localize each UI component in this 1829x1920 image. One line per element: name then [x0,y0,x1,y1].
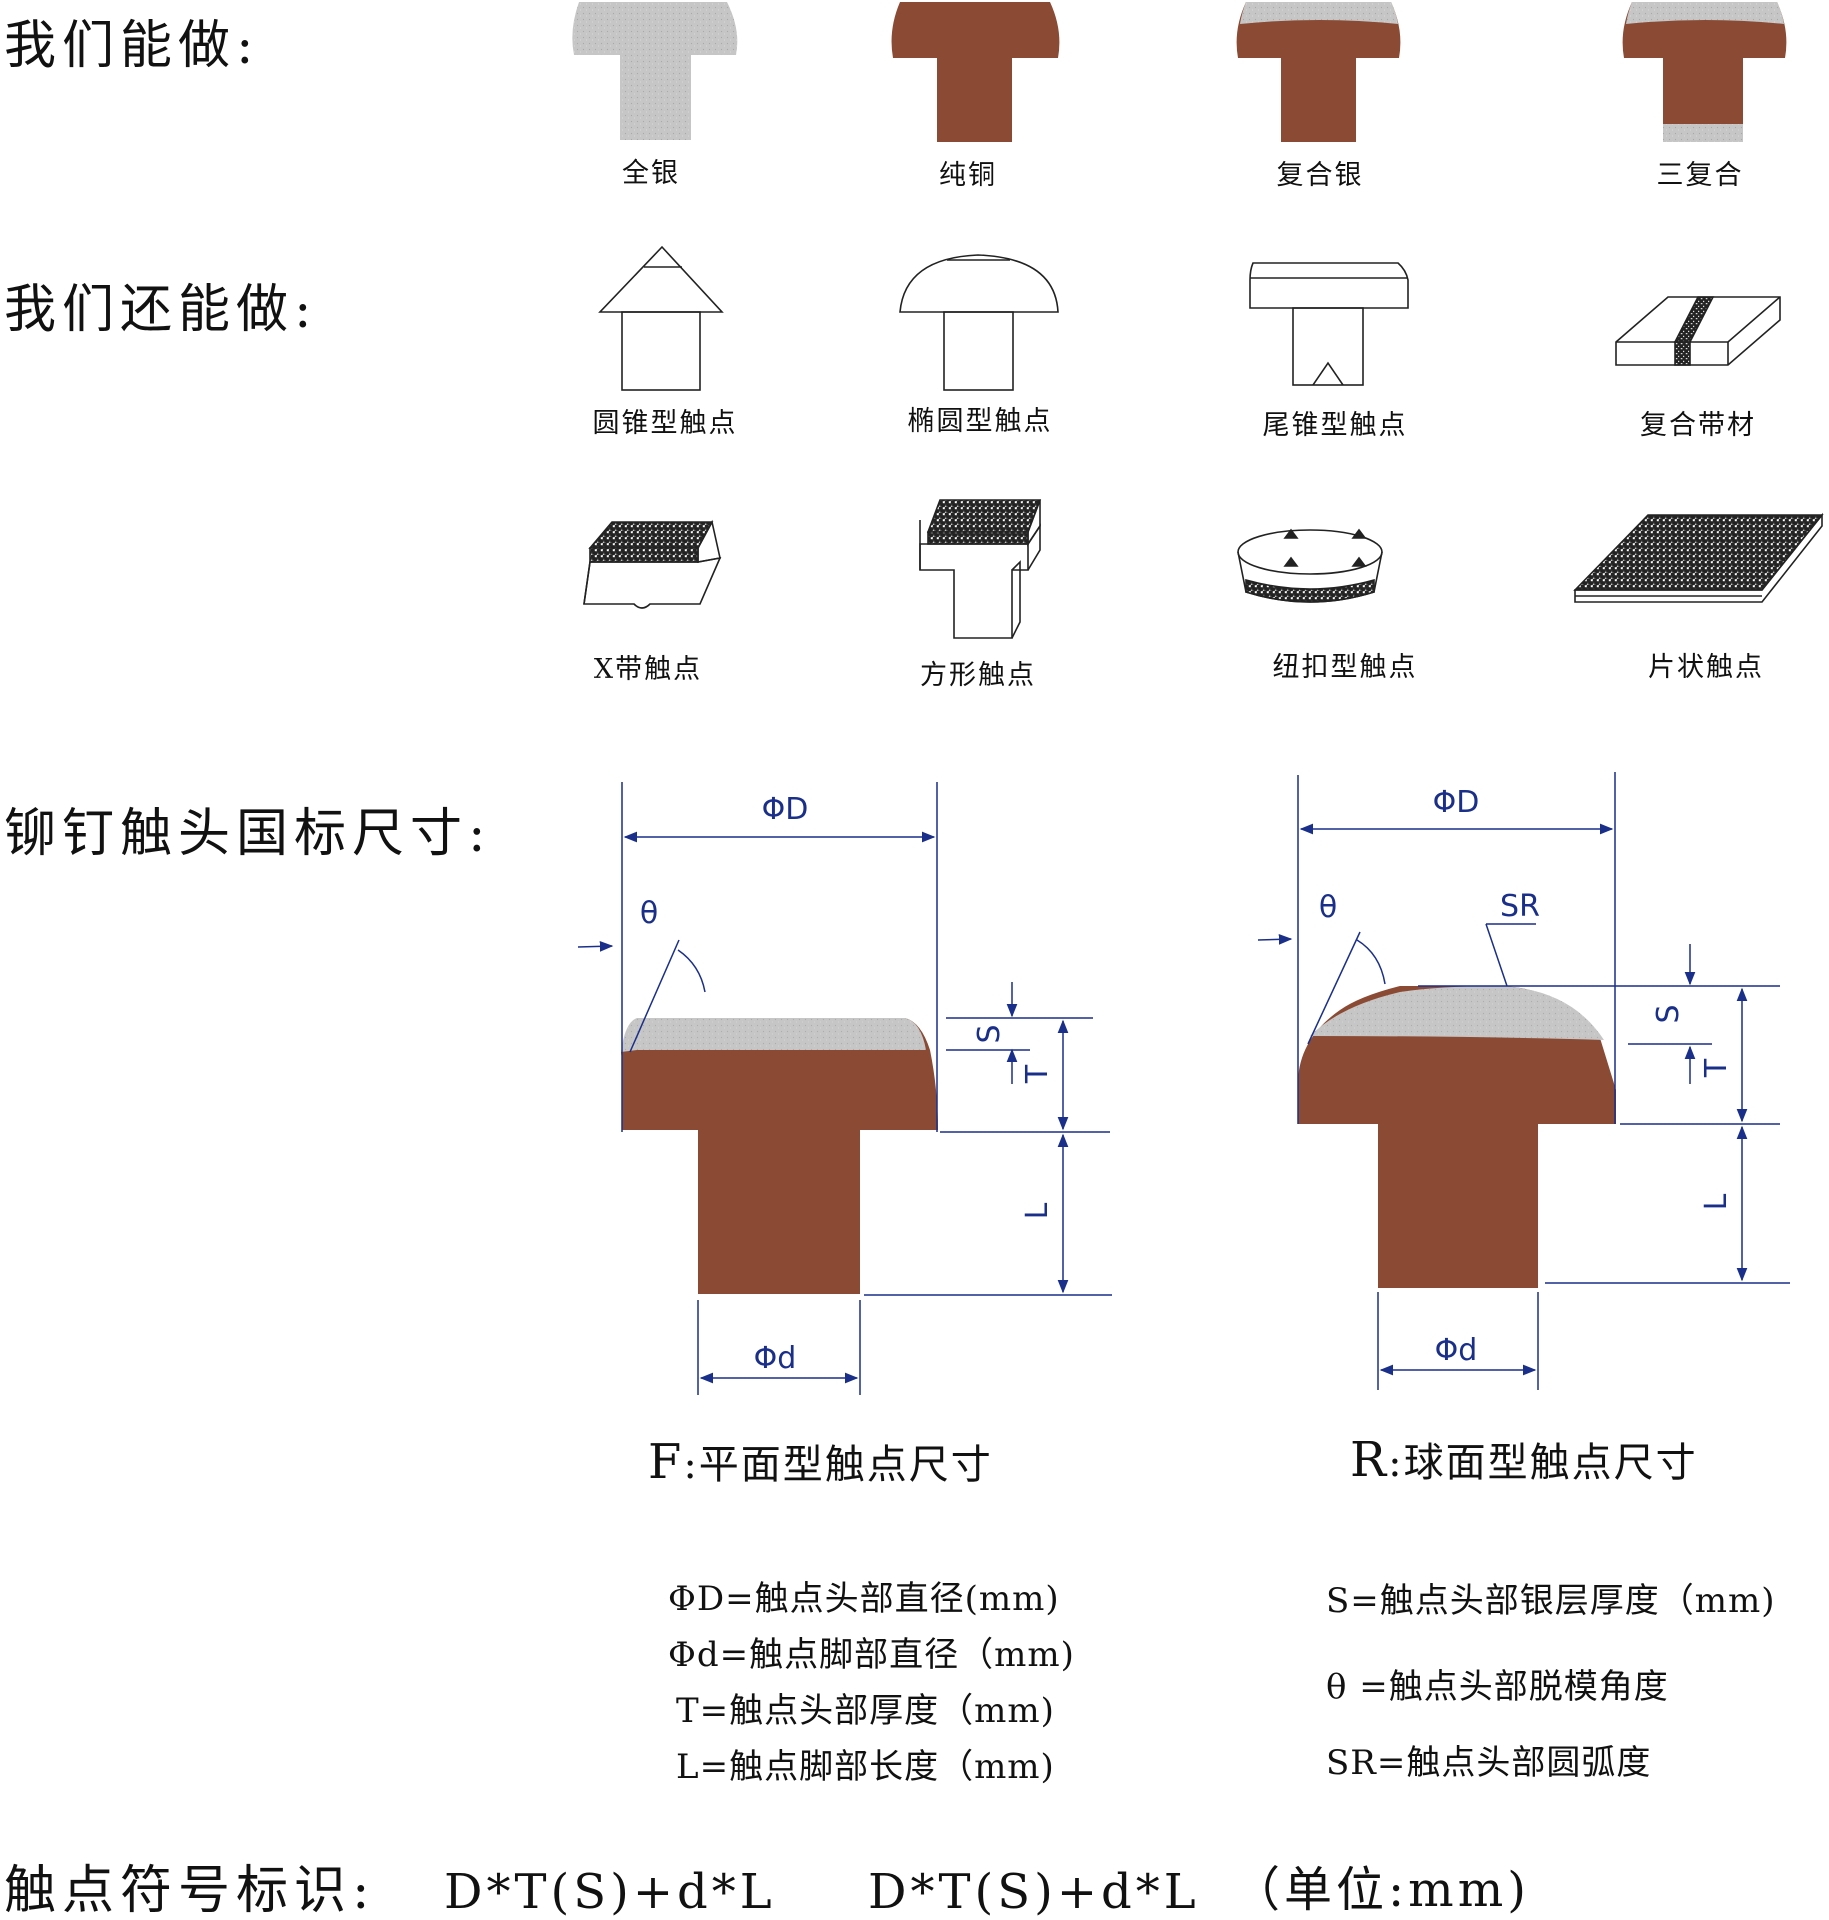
flat-dim-theta: θ [640,896,658,931]
subtitle-sphere-type: R:球面型触点尺寸 [1350,1436,1698,1484]
sphere-silver-layer [1310,986,1604,1040]
caption-full-silver: 全银 [622,158,680,189]
rivet-dimension-diagrams: ΦD θ S T L Φd [577,772,1790,1395]
subtitle-flat-text: :平面型触点尺寸 [683,1442,993,1488]
shape-triple-top-layer [1626,2,1784,24]
caption-x-strip-contact: X带触点 [593,654,703,685]
flat-shank [698,1130,860,1294]
shape-triple-bottom-layer [1663,124,1743,142]
shape-sheet-contact [1573,512,1824,603]
caption-sheet-contact: 片状触点 [1648,652,1764,683]
shape-ellipse-contact [899,254,1059,391]
row3-shapes [583,499,1824,639]
heading-can-do: 我们能做: [4,16,260,76]
flat-dim-T: T [1020,1064,1055,1084]
legend-right-2: SR=触点头部圆弧度 [1326,1743,1652,1783]
formula-sphere: D*T(S)+d*L [868,1864,1200,1920]
caption-square-contact: 方形触点 [920,660,1036,691]
caption-pure-copper: 纯铜 [939,160,997,191]
shape-button-contact [1237,528,1383,603]
heading-can-also-do: 我们还能做: [4,280,318,340]
flat-dim-S: S [972,1024,1007,1043]
caption-cone-contact: 圆锥型触点 [592,408,738,439]
sphere-shank [1378,1124,1538,1288]
heading-symbol-label: 触点符号标识: [4,1861,376,1920]
sphere-dim-theta: θ [1319,890,1337,925]
shape-composite-strip [1615,296,1781,366]
subtitle-sphere-text: :球面型触点尺寸 [1388,1440,1698,1486]
sphere-dim-L: L [1699,1193,1734,1210]
flat-type-diagram: ΦD θ S T L Φd [577,782,1112,1395]
shape-composite-silver-layer [1240,2,1398,24]
shape-composite-silver [1236,2,1401,142]
caption-ellipse-contact: 椭圆型触点 [907,406,1053,437]
row1-shapes [572,2,1787,142]
caption-composite-strip: 复合带材 [1640,410,1756,441]
row2-shapes [598,245,1781,391]
legend-left-3: L=触点脚部长度（mm) [676,1747,1055,1787]
flat-dim-D: ΦD [762,792,809,827]
shape-cone-contact [598,245,724,391]
sphere-dim-D: ΦD [1433,785,1480,820]
sphere-dim-d: Φd [1435,1333,1478,1368]
sphere-dim-SR: SR [1500,889,1540,924]
legend-right-0: S=触点头部银层厚度（mm) [1326,1581,1776,1621]
shape-square-contact [919,499,1042,639]
legend-left-2: T=触点头部厚度（mm) [676,1691,1055,1731]
caption-composite-silver: 复合银 [1276,160,1364,191]
shape-pure-copper [891,2,1060,142]
caption-triple-composite: 三复合 [1656,160,1744,191]
subtitle-flat-type: F:平面型触点尺寸 [648,1438,993,1486]
flat-dim-L: L [1020,1202,1055,1219]
sphere-type-diagram: ΦD θ SR S T L Φd [1257,772,1790,1390]
subtitle-flat-letter: F [648,1434,684,1490]
legend-left-0: ΦD=触点头部直径(mm) [668,1579,1060,1619]
heading-standard-sizes: 铆钉触头国标尺寸: [4,804,492,864]
flat-dim-d: Φd [754,1341,797,1376]
sphere-dim-T: T [1699,1058,1734,1078]
caption-button-contact: 纽扣型触点 [1272,652,1418,683]
flat-silver-layer [637,1018,926,1050]
formula-unit: （单位:mm) [1232,1862,1530,1918]
subtitle-sphere-letter: R [1350,1432,1389,1488]
shape-triple-composite [1622,2,1787,142]
legend-left-1: Φd=触点脚部直径（mm) [668,1635,1075,1675]
sphere-dim-S: S [1651,1004,1686,1023]
caption-tail-cone-contact: 尾锥型触点 [1262,410,1408,441]
legend-right-1: θ =触点头部脱模角度 [1326,1667,1669,1707]
shape-tail-cone-contact [1249,262,1409,386]
formula-flat: D*T(S)+d*L [444,1864,776,1920]
shape-x-strip-contact [583,519,722,609]
shape-full-silver [572,2,738,140]
